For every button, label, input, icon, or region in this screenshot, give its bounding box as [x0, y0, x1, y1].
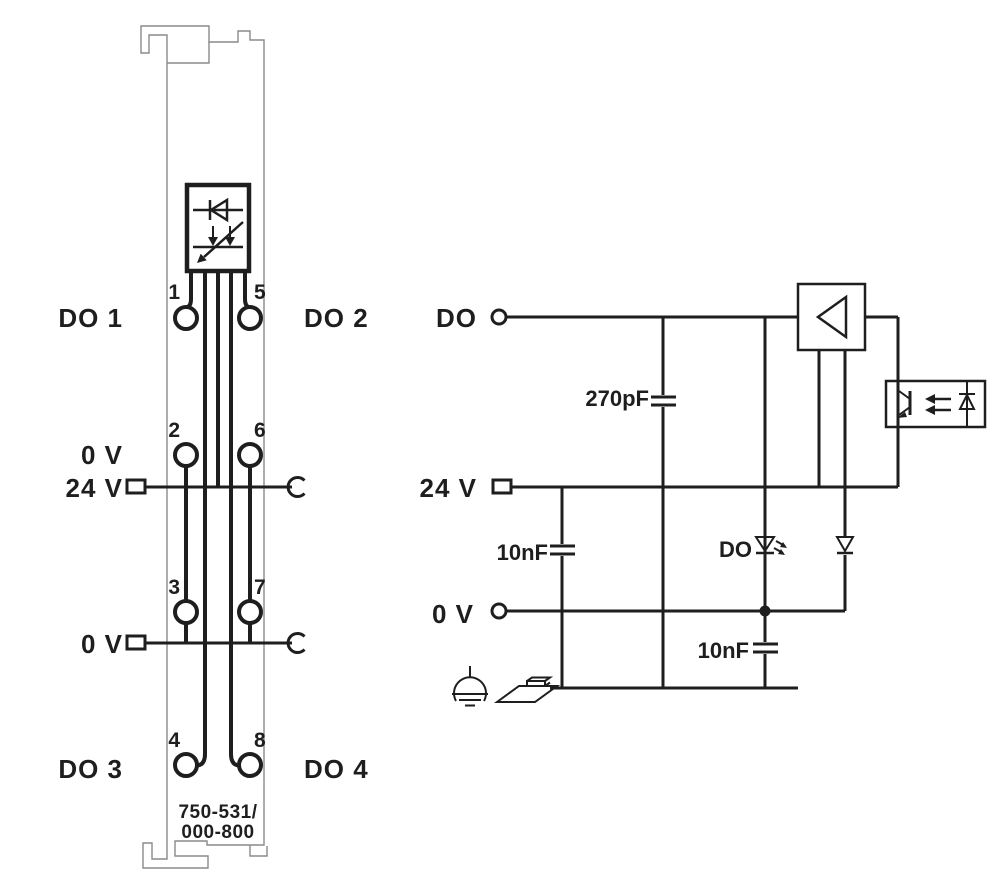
- led-matrix-icon: [193, 221, 244, 263]
- part-number-line1: 750-531/: [178, 802, 257, 823]
- module-outline: [140, 25, 265, 869]
- terminal-numbers: 1 5 2 6 3 7 4 8: [168, 281, 266, 752]
- diode-icon: [193, 197, 243, 223]
- do-terminal-icon: [490, 308, 508, 326]
- 0v-terminal-icon: [490, 602, 508, 620]
- terminal-1-contact: [173, 305, 199, 331]
- suppressor-diode: [835, 536, 855, 611]
- capacitor-10nf-lower: 10nF: [698, 611, 778, 688]
- label-10nf-upper: 10nF: [497, 540, 548, 565]
- do-input: DO: [436, 303, 798, 333]
- label-do4: DO 4: [304, 754, 369, 784]
- phototransistor-icon: [897, 390, 912, 418]
- din-rail-icon: [493, 676, 561, 703]
- label-0v-lower: 0 V: [81, 629, 123, 659]
- terminal-8-number: 8: [254, 729, 266, 752]
- terminal-4-contact: [173, 752, 199, 778]
- amplifier-triangle-icon: [815, 294, 848, 340]
- terminal-8-contact: [237, 752, 263, 778]
- schematic: DO 270pF 24 V 10nF DO: [420, 282, 987, 707]
- 24v-terminal-icon: [491, 478, 513, 495]
- terminal-2-number: 2: [168, 419, 180, 442]
- label-270pf: 270pF: [585, 386, 649, 411]
- terminal-3-contact: [173, 599, 199, 625]
- label-24v-schematic: 24 V: [420, 473, 478, 503]
- terminal-3-number: 3: [168, 576, 180, 599]
- internal-wiring: [184, 271, 252, 768]
- light-arrows-icon: [925, 394, 951, 415]
- module-labels: DO 1 DO 2 0 V 24 V 0 V DO 3 DO 4: [58, 303, 369, 784]
- part-number-line2: 000-800: [181, 822, 254, 843]
- terminal-7-number: 7: [254, 576, 266, 599]
- terminal-2-contact: [173, 442, 199, 468]
- led-indicator-box: [184, 182, 252, 274]
- jumper-socket-icon: [286, 632, 306, 654]
- led-icon: [754, 536, 787, 555]
- power-jumper-0v: [125, 632, 306, 654]
- label-do1: DO 1: [58, 303, 123, 333]
- power-jumper-24v: [125, 476, 306, 498]
- label-do-input: DO: [436, 303, 477, 333]
- terminal-1-number: 1: [168, 281, 180, 304]
- terminal-6-contact: [237, 442, 263, 468]
- led-indicator-do: DO: [719, 317, 787, 611]
- terminal-4-number: 4: [168, 729, 180, 752]
- io-module: 1 5 2 6 3 7 4 8 DO 1 DO 2 0 V 24 V 0 V D…: [58, 25, 369, 869]
- capacitor-270pf: 270pF: [585, 317, 676, 688]
- label-0v-schematic: 0 V: [432, 599, 474, 629]
- rail-24v: 24 V: [420, 473, 898, 503]
- buffer-amplifier: [796, 282, 898, 537]
- label-do-led: DO: [719, 537, 752, 562]
- module-outline-cap-step: [167, 42, 210, 64]
- opto-diode-icon: [958, 381, 976, 427]
- module-outline-bottom-tab: [249, 845, 268, 857]
- terminal-6-number: 6: [254, 419, 266, 442]
- label-10nf-lower: 10nF: [698, 638, 749, 663]
- terminals: [173, 305, 263, 778]
- label-0v-upper: 0 V: [81, 440, 123, 470]
- earth-symbol-icon: [452, 666, 488, 707]
- label-do3: DO 3: [58, 754, 123, 784]
- terminal-5-number: 5: [254, 281, 266, 304]
- label-do2: DO 2: [304, 303, 369, 333]
- jumper-socket-icon: [286, 476, 306, 498]
- capacitor-10nf-upper: 10nF: [497, 487, 575, 688]
- terminal-5-contact: [237, 305, 263, 331]
- optocoupler: [884, 317, 987, 487]
- rail-0v: 0 V: [432, 599, 845, 629]
- label-24v: 24 V: [66, 473, 124, 503]
- diode-icon: [835, 536, 855, 555]
- terminal-7-contact: [237, 599, 263, 625]
